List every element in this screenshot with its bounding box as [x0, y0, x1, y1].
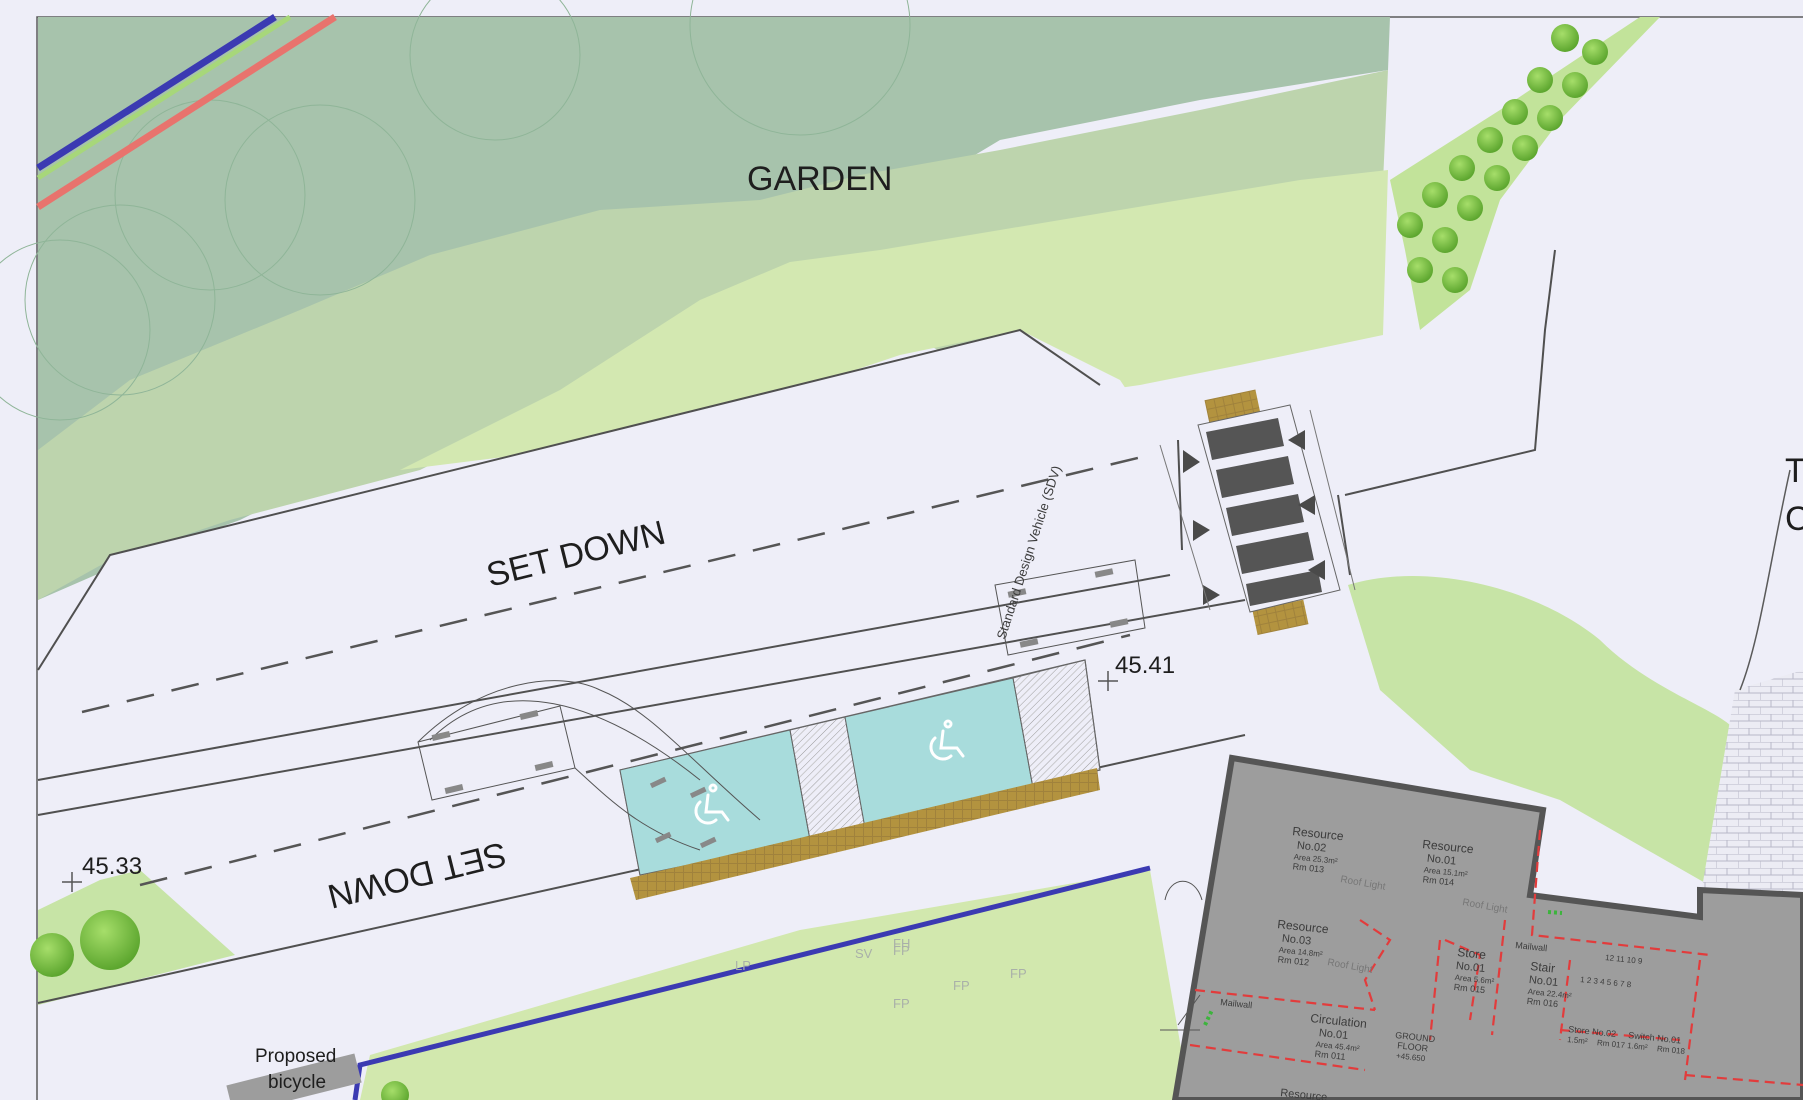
lawn-east [1348, 576, 1735, 900]
survey-mark: FH [893, 936, 910, 951]
spot-level-45-33: 45.33 [82, 853, 142, 880]
svg-text:No.01: No.01 [1318, 1027, 1348, 1042]
svg-text:Store No.02: Store No.02 [1568, 1024, 1617, 1039]
mailwall-label: Mailwall [1515, 940, 1548, 953]
svg-text:GROUND: GROUND [1395, 1030, 1436, 1044]
svg-text:No.01: No.01 [1528, 974, 1558, 989]
ground-floor-label: GROUND FLOOR +45.650 [1395, 1030, 1436, 1063]
svg-text:1.5m²: 1.5m² [1567, 1035, 1589, 1046]
svg-text:No.02: No.02 [1296, 840, 1326, 855]
spot-level-marker [62, 872, 82, 892]
garden-lawn [400, 170, 1388, 470]
svg-text:+45.650: +45.650 [1396, 1051, 1426, 1063]
room-resource-01: Resource No.01 Area 15.1m² Rm 014 [1422, 837, 1475, 887]
room-resource-03: Resource No.03 Area 14.8m² Rm 012 [1277, 917, 1330, 967]
mailwall-label: Mailwall [1220, 997, 1253, 1010]
survey-mark: FP [1010, 966, 1027, 981]
boundary-red-line [36, 14, 337, 210]
room-stair-01: Stair No.01 Area 22.4m² Rm 016 [1526, 959, 1572, 1009]
room-resource-partial: Resource [1280, 1087, 1328, 1100]
accessible-parking-bays [619, 659, 1101, 900]
svg-text:Rm 014: Rm 014 [1422, 874, 1454, 887]
svg-text:Store: Store [1457, 945, 1487, 962]
svg-text:Resource: Resource [1277, 917, 1330, 936]
room-resource-02: Resource No.02 Area 25.3m² Rm 013 [1292, 824, 1345, 874]
svg-text:No.01: No.01 [1455, 960, 1485, 975]
room-store-01: Store No.01 Area 5.6m² Rm 015 [1453, 945, 1495, 995]
edge-label-letter-2: C [1785, 500, 1803, 538]
building-ground-floor [1160, 754, 1803, 1100]
boundary-blue-south [352, 865, 1151, 1100]
room-labels: Resource No.02 Area 25.3m² Rm 013 Resour… [1220, 824, 1686, 1100]
survey-mark: FP [893, 996, 910, 1011]
tree-southwest [80, 910, 140, 970]
lawn-south [360, 870, 1190, 1100]
paving-edge [1739, 469, 1791, 691]
bicycle-label-line2: bicycle [268, 1072, 326, 1093]
door-swing-icon [1164, 880, 1203, 901]
mailwall-marker [1203, 1009, 1214, 1026]
svg-text:No.01: No.01 [1426, 853, 1456, 868]
survey-mark: SV [855, 946, 873, 961]
svg-text:Resource: Resource [1422, 837, 1475, 856]
svg-text:Stair: Stair [1530, 959, 1556, 976]
svg-text:Rm 016: Rm 016 [1526, 996, 1558, 1009]
room-store-02: Store No.02 1.5m² Rm 017 [1567, 1024, 1626, 1050]
garden-wooded-area [38, 17, 1390, 600]
svg-text:No.03: No.03 [1281, 933, 1311, 948]
room-switch-01: Switch No.01 1.6m² Rm 018 [1627, 1030, 1686, 1056]
svg-text:Area 5.6m²: Area 5.6m² [1454, 973, 1495, 986]
svg-text:Rm 015: Rm 015 [1453, 982, 1485, 995]
svg-text:Rm 012: Rm 012 [1277, 954, 1309, 967]
bicycle-shelter-edge [226, 1053, 362, 1100]
svg-text:Rm 018: Rm 018 [1657, 1044, 1686, 1056]
wheelchair-symbol-icon [694, 783, 730, 825]
survey-mark: FP [893, 943, 910, 958]
svg-text:Rm 011: Rm 011 [1314, 1049, 1346, 1062]
boundary-green-line [36, 14, 292, 181]
tree-cluster [1397, 24, 1608, 293]
tree-bottom [381, 1081, 409, 1100]
svg-text:FLOOR: FLOOR [1397, 1040, 1429, 1053]
tree-edge [30, 933, 74, 977]
svg-text:Circulation: Circulation [1310, 1011, 1368, 1031]
spot-level-marker [1098, 671, 1118, 691]
svg-text:Resource: Resource [1292, 824, 1345, 843]
survey-mark: FP [953, 978, 970, 993]
stair-numbers-upper: 12 11 10 9 [1605, 953, 1644, 966]
vehicle-swept-path [417, 559, 1146, 851]
pedestrian-crossing [1159, 404, 1356, 613]
survey-mark: LP [735, 958, 751, 973]
set-down-lane-line-bottom [139, 633, 1131, 887]
svg-text:Rm 013: Rm 013 [1292, 861, 1324, 874]
hidden-lines [1189, 829, 1803, 1087]
spot-level-45-41: 45.41 [1115, 652, 1175, 679]
tactile-paving-south [1252, 599, 1309, 635]
bicycle-label-line1: Proposed [255, 1046, 336, 1067]
wheelchair-symbol-icon [929, 719, 965, 761]
garden-label: GARDEN [747, 160, 892, 198]
mailwall-marker [1547, 910, 1563, 915]
boundary-blue-line [36, 14, 277, 171]
edge-label-letter-1: T [1785, 452, 1803, 490]
room-circulation-01: Circulation No.01 Area 45.4m² Rm 011 [1310, 1011, 1368, 1062]
paved-area [1700, 670, 1803, 900]
tree-group-area [1390, 17, 1660, 330]
svg-text:Rm 017: Rm 017 [1597, 1038, 1626, 1050]
svg-text:1.6m²: 1.6m² [1627, 1041, 1649, 1052]
